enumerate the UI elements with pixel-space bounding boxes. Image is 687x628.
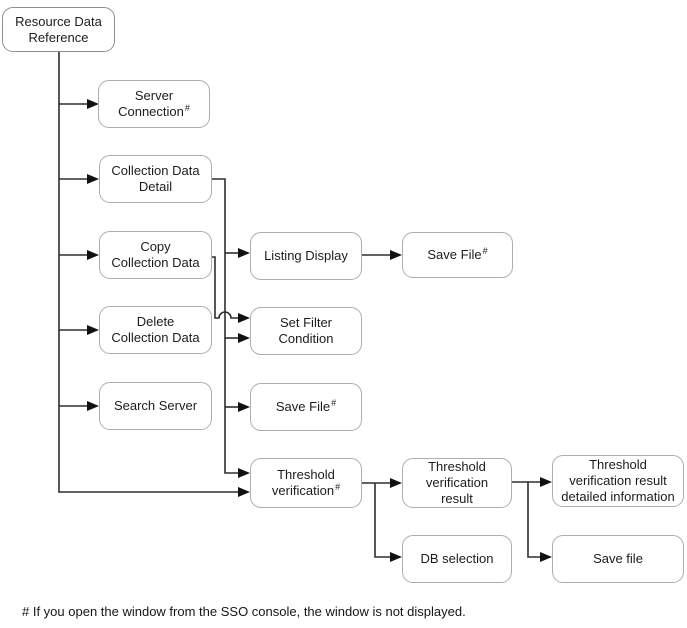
node-label-line: Resource Data [15,14,102,30]
arrowhead-threshold-verification-top [238,468,250,478]
node-save-file-bottom: Save file [552,535,684,583]
label-text: detailed information [561,489,675,504]
node-copy-collection-data: Copy Collection Data [99,231,212,279]
node-label-line: Save file [593,551,643,567]
node-label-line: detailed information [561,489,674,505]
node-label-line: Set Filter [280,315,332,331]
arrowhead-set-filter-bottom [238,333,250,343]
node-label-line: Save File# [427,245,488,264]
arrowhead-search-server [87,401,99,411]
node-label-line: Save File# [275,397,337,416]
label-text: Reference [28,29,89,45]
arrowhead-listing-display [238,248,250,258]
node-server-connection: Server Connection# [98,80,210,128]
arrowhead-copy-collection-data [87,250,99,260]
edge-result-to-save-file [527,482,541,558]
footnote-marker: # [331,397,337,408]
node-threshold-verification-result-detailed: Threshold verification result detailed i… [552,455,684,507]
footnote-marker: # [335,481,341,492]
node-search-server: Search Server [99,382,212,430]
node-label-line: Detail [139,179,172,195]
label-text: Resource Data [15,13,102,29]
arrowhead-detailed-information [540,477,552,487]
label-text: Copy [140,239,171,254]
arrowhead-threshold-verification-bottom [238,487,250,497]
label-text: Threshold [277,466,335,482]
node-save-file-middle: Save File# [250,383,362,431]
arrowhead-db-selection [390,552,402,562]
label-text: Save File [427,246,482,262]
arrowheads [87,99,552,562]
node-label-line: Reference [29,30,89,46]
label-text: Threshold [589,457,647,472]
node-label-line: DB selection [421,551,494,567]
label-text: Set Filter [279,315,332,330]
arrowhead-save-file-bottom [540,552,552,562]
node-label-line: Server [135,88,173,104]
node-label-line: verification [426,475,488,491]
label-text: verification [271,482,335,498]
label-text: Save file [593,551,643,566]
node-label-line: Collection Data [111,330,199,346]
node-delete-collection-data: Delete Collection Data [99,306,212,354]
node-label-line: verification result [569,473,667,489]
node-label-line: Connection# [118,102,190,121]
arrowhead-save-file-top [390,250,402,260]
label-text: Listing Display [264,248,348,263]
footnote-marker: # [184,102,190,113]
node-set-filter-condition: Set Filter Condition [250,307,362,355]
arrowhead-delete-collection-data [87,325,99,335]
node-db-selection: DB selection [402,535,512,583]
label-text: Delete [136,314,175,329]
node-label-line: Delete [137,314,175,330]
label-text: Collection Data [111,330,200,345]
node-label-line: Collection Data [111,163,199,179]
node-collection-data-detail: Collection Data Detail [99,155,212,203]
edge-copy-to-set-filter-hop [212,256,239,319]
label-text: Condition [278,331,334,346]
label-text: Collection Data [111,163,200,178]
edge-collection-detail-spine [212,178,239,474]
label-text: Server [134,87,174,103]
node-resource-data-reference: Resource Data Reference [2,7,115,52]
node-label-line: Threshold [277,467,335,483]
label-text: Threshold [428,459,486,474]
arrowhead-collection-data-detail [87,174,99,184]
node-label-line: Copy [140,239,170,255]
arrowhead-server-connection [87,99,99,109]
node-label-line: verification# [271,481,341,500]
node-threshold-verification-result: Threshold verification result [402,458,512,508]
label-text: Connection [118,103,184,119]
node-label-line: Search Server [114,398,197,414]
connector-lines [58,52,541,558]
node-label-line: Listing Display [264,248,348,264]
label-text: Collection Data [111,255,200,270]
label-text: verification [425,475,489,490]
arrowhead-threshold-result [390,478,402,488]
label-text: Search Server [113,398,198,413]
node-label-line: Threshold [589,457,647,473]
label-text: result [441,491,473,506]
node-listing-display: Listing Display [250,232,362,280]
label-text: Detail [138,179,173,194]
node-label-line: Collection Data [111,255,199,271]
label-text: DB selection [420,551,494,566]
node-label-line: Threshold [428,459,486,475]
edge-to-db-selection [374,483,391,558]
node-label-line: Condition [279,331,334,347]
arrowhead-set-filter-top [238,313,250,323]
label-text: verification result [569,473,667,488]
node-save-file-top: Save File# [402,232,513,278]
node-label-line: result [441,491,473,507]
edge-trunk [58,52,239,493]
arrowhead-save-file-middle [238,402,250,412]
footnote-text: # If you open the window from the SSO co… [22,604,466,619]
label-text: Save File [275,398,331,414]
node-threshold-verification: Threshold verification# [250,458,362,508]
footnote-marker: # [482,245,488,256]
